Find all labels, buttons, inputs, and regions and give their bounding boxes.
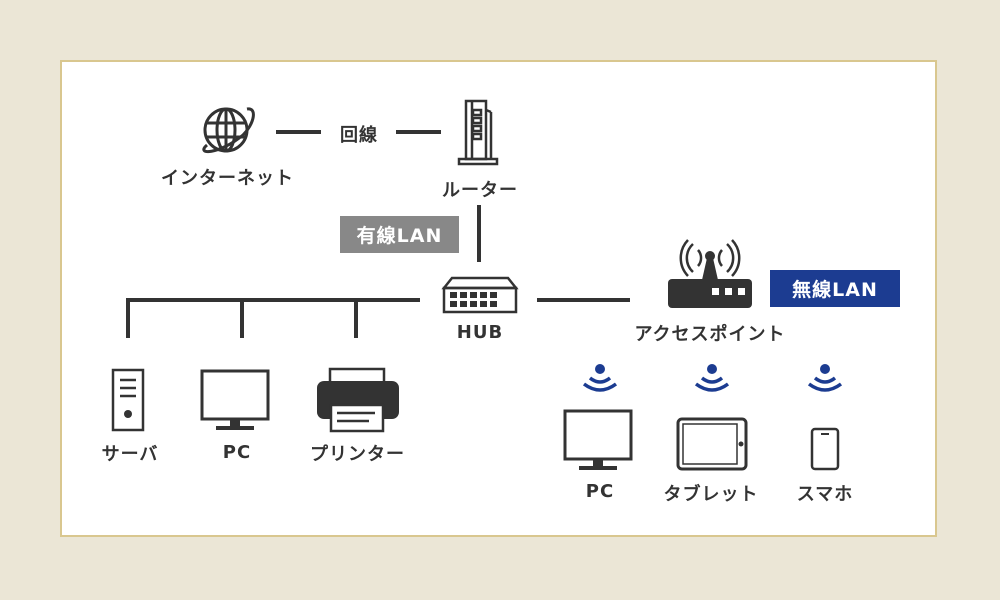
internet-router-line-right <box>396 130 441 134</box>
hub-ap-line <box>537 298 630 302</box>
globe-icon <box>202 107 255 154</box>
wifi-signal-icon <box>582 364 618 392</box>
printer-icon <box>317 367 399 433</box>
access-point-icon <box>668 239 752 308</box>
printer-drop-line <box>354 298 358 338</box>
server-icon <box>111 368 145 432</box>
pc-drop-line <box>240 298 244 338</box>
server-drop-line <box>126 298 130 338</box>
printer-label: プリンター <box>310 444 405 465</box>
tablet-icon <box>676 417 748 471</box>
wifi-signal-icon <box>807 364 843 392</box>
line-label: 回線 <box>340 125 378 146</box>
monitor-icon <box>563 409 633 470</box>
tablet-label: タブレット <box>663 484 759 505</box>
internet-router-line-left <box>276 130 321 134</box>
wired-lan-badge: 有線LAN <box>340 216 459 253</box>
smartphone-label: スマホ <box>796 484 854 505</box>
internet-label: インターネット <box>161 168 294 189</box>
monitor-icon <box>200 369 270 430</box>
wired-pc-label: PC <box>222 442 252 463</box>
access-point-label: アクセスポイント <box>634 324 786 345</box>
hub-label: HUB <box>456 322 504 343</box>
wifi-signal-icon <box>694 364 730 392</box>
wireless-lan-badge: 無線LAN <box>770 270 900 307</box>
wireless-pc-label: PC <box>585 481 615 502</box>
router-hub-line <box>477 205 481 262</box>
server-label: サーバ <box>101 444 159 465</box>
router-tower-icon <box>457 99 499 166</box>
wired-bus-line <box>126 298 420 302</box>
router-label: ルーター <box>442 180 518 201</box>
hub-icon <box>441 276 519 314</box>
smartphone-icon <box>810 427 840 471</box>
